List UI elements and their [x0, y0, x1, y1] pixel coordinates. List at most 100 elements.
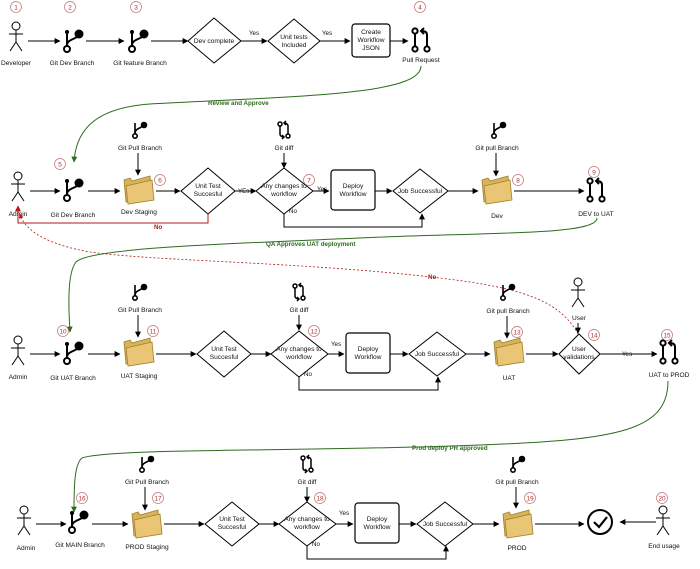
git-main-branch-icon: [68, 509, 90, 534]
step-badge: [130, 1, 142, 13]
uat-folder-icon: [493, 337, 525, 367]
uat-staging-label: UAT Staging: [121, 373, 158, 380]
any-changes-r2-label-1: Any changes to: [261, 183, 307, 190]
step-badge: [524, 492, 536, 504]
unit-test-r4-label-2: Succesful: [218, 524, 247, 531]
step-badge: [511, 326, 523, 338]
git-pull-branch-r4-icon: [139, 454, 156, 474]
step-badge: [64, 1, 76, 13]
step-number: 1: [14, 4, 18, 11]
create-workflow-label-3: JSON: [362, 45, 380, 52]
create-workflow-label-2: Workflow: [358, 37, 385, 44]
edge-no-red-r2: No: [154, 224, 162, 231]
step-number: 9: [592, 169, 596, 176]
step-badge: [54, 158, 66, 170]
row-4: Git Pull Branch Git diff Git pull Branch…: [16, 454, 680, 560]
dev-to-uat-label: DEV to UAT: [578, 211, 613, 218]
unit-test-r3-label-1: Unit Test: [211, 346, 237, 353]
git-pull-branch-r2-label: Git Pull Branch: [118, 145, 162, 152]
end-usage-label: End usage: [648, 543, 680, 550]
dev-label: Dev: [491, 213, 503, 220]
step-number: 15: [663, 332, 671, 339]
step-number: 12: [310, 328, 318, 335]
edge-yes-r4: Yes: [339, 510, 349, 517]
dev-complete-label: Dev complete: [194, 38, 235, 45]
step-number: 18: [316, 495, 324, 502]
prod-pr-approved-flow: [71, 380, 669, 513]
git-pull-branch-r3-icon: [132, 282, 149, 302]
uat-to-prod-label: UAT to PROD: [649, 372, 690, 379]
job-successful-r3-label: Job Successful: [415, 351, 460, 358]
git-pull-branch-r4-label: Git Pull Branch: [125, 479, 169, 486]
job-successful-r4-label: Job Successful: [423, 521, 468, 528]
git-pull-branch-r3b-label: Git pull Branch: [486, 308, 530, 315]
deploy-r2-label-2: Workflow: [340, 191, 367, 198]
edge-no-r4: No: [312, 541, 320, 548]
git-dev-branch-r2-icon: [63, 177, 85, 202]
git-diff-r4-label: Git diff: [298, 479, 317, 486]
unit-test-r4-label-1: Unit Test: [219, 516, 245, 523]
step-badge: [152, 492, 164, 504]
git-feature-branch-label: Git feature Branch: [113, 60, 167, 67]
review-approve-flow: [71, 65, 422, 163]
step-badge: [57, 325, 69, 337]
step-badge: [147, 325, 159, 337]
git-feature-branch-icon: [128, 28, 150, 53]
job-successful-r2-decision: [392, 168, 449, 214]
admin-r3-actor-icon: [10, 335, 26, 366]
edge-no-r3: No: [304, 371, 312, 378]
step-number: 8: [516, 177, 520, 184]
git-dev-branch-label: Git Dev Branch: [50, 60, 95, 67]
developer-label: Developer: [1, 60, 32, 67]
git-pull-branch-r4b-icon: [509, 454, 527, 474]
step-number: 19: [526, 495, 534, 502]
step-number: 10: [59, 328, 67, 335]
user-top-label: User: [572, 315, 587, 322]
admin-r2-actor-icon: [10, 171, 26, 202]
row-1: Developer Git Dev Branch Git feature Bra…: [1, 17, 440, 67]
qa-approves-label: QA Approves UAT deployment: [266, 241, 356, 248]
edge-yes-r3: Yes: [331, 341, 341, 348]
unit-tests-included-decision: [267, 18, 321, 64]
step-number: 13: [513, 329, 521, 336]
step-number: 7: [307, 177, 311, 184]
deploy-workflow-r2-box: [330, 169, 376, 211]
git-pull-branch-r2b-icon: [490, 120, 508, 139]
git-diff-r3-icon: [292, 282, 306, 302]
deploy-workflow-r3-box: [345, 332, 391, 374]
row-3: Git Pull Branch Git diff Git pull Branch…: [9, 277, 690, 391]
admin-r3-label: Admin: [9, 374, 28, 381]
prod-label: PROD: [507, 545, 526, 552]
step-number: 17: [154, 495, 162, 502]
edge-yes-r2b: Yes: [317, 186, 327, 193]
deploy-r4-label-2: Workflow: [364, 524, 391, 531]
deploy-workflow-r4-box: [354, 502, 400, 544]
prod-staging-label: PROD Staging: [125, 544, 169, 551]
dev-staging-label: Dev Staging: [121, 209, 157, 216]
dev-staging-folder-icon: [123, 175, 155, 205]
git-diff-r2-icon: [277, 120, 291, 140]
prod-folder-icon: [502, 509, 534, 539]
prod-staging-folder-icon: [131, 509, 163, 539]
user-validation-no-flow: [18, 213, 579, 335]
end-usage-actor-icon: [655, 505, 671, 536]
any-changes-r3-label-1: Any changes to: [276, 346, 322, 353]
step-badge: [588, 166, 600, 178]
git-uat-branch-icon: [63, 340, 85, 365]
deploy-r4-label-1: Deploy: [367, 516, 388, 523]
qa-approves-flow: [66, 217, 598, 333]
step-badge: [10, 1, 22, 13]
git-dev-branch-icon: [63, 28, 85, 53]
any-changes-r3-label-2: workflow: [285, 354, 312, 361]
row-2: Git Pull Branch Git diff Git pull Branch…: [9, 120, 614, 231]
edge-yes-1: Yes: [249, 30, 259, 37]
git-dev-branch-r2-label: Git Dev Branch: [51, 212, 96, 219]
uat-label: UAT: [503, 375, 516, 382]
review-approve-label: Review and Approve: [208, 100, 269, 107]
step-number: 14: [590, 332, 598, 339]
pull-request-label: Pull Request: [402, 57, 440, 64]
edge-no-r2: No: [289, 208, 297, 215]
step-number: 5: [58, 161, 62, 168]
